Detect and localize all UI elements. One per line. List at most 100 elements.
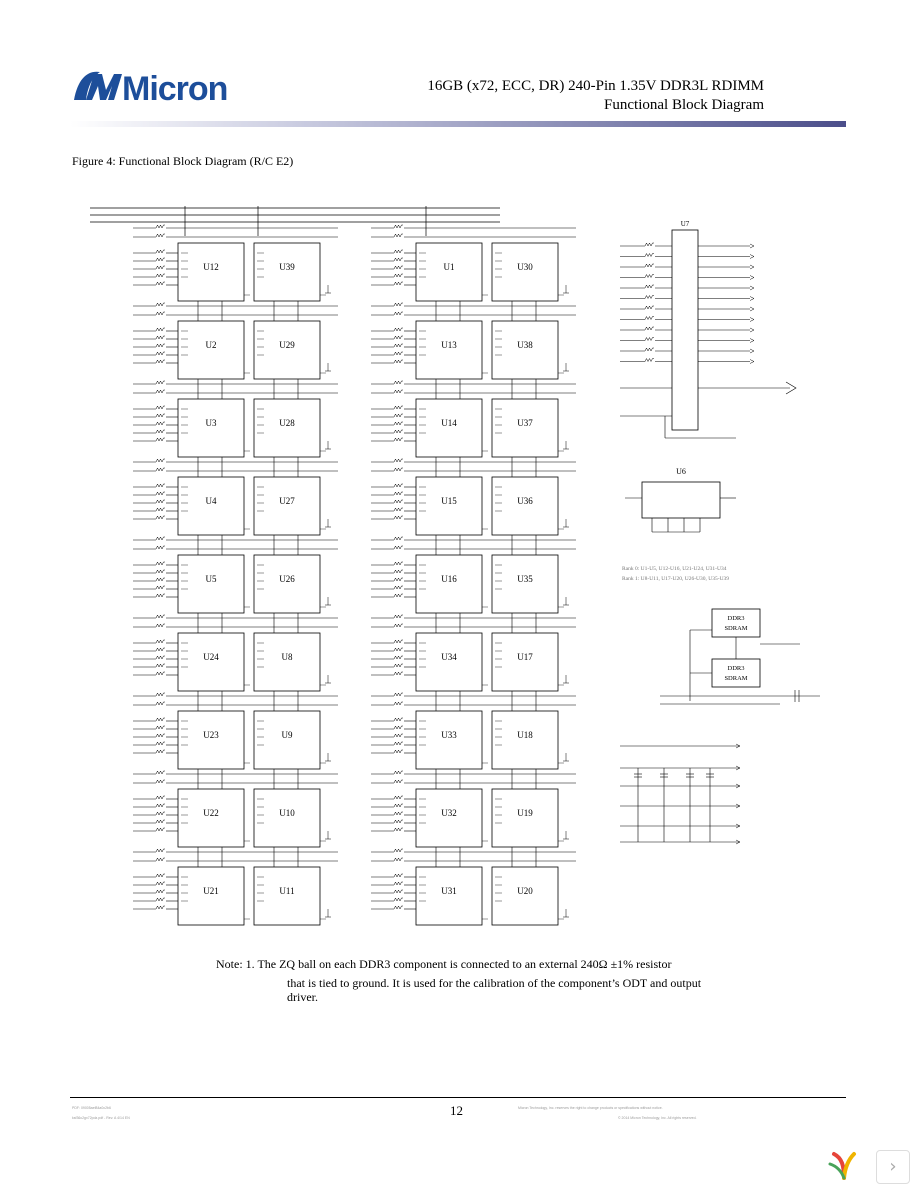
dq-resistor — [155, 359, 165, 364]
dram-chip-label: U3 — [206, 418, 217, 428]
dram-chip — [491, 242, 559, 302]
dq-resistor — [155, 819, 165, 824]
arrow — [785, 381, 797, 395]
dq-resistor — [393, 881, 403, 886]
dqs-resistor — [393, 545, 403, 550]
dqs-resistor — [393, 692, 403, 697]
dq-resistor — [155, 733, 165, 738]
dq-resistor — [155, 647, 165, 652]
register-block — [671, 229, 699, 431]
dram-chip — [253, 866, 321, 926]
dram-chip-label: U5 — [206, 574, 217, 584]
dq-resistor — [155, 561, 165, 566]
dqs-resistor — [155, 779, 165, 784]
dqs-resistor — [155, 380, 165, 385]
dq-resistor — [393, 873, 403, 878]
dqs-resistor — [393, 536, 403, 541]
dram-chip — [253, 632, 321, 692]
dq-resistor — [393, 499, 403, 504]
dq-resistor — [393, 335, 403, 340]
dq-resistor — [155, 873, 165, 878]
dq-resistor — [393, 343, 403, 348]
arrow — [749, 338, 755, 343]
dram-chip — [491, 320, 559, 380]
dq-resistor — [393, 405, 403, 410]
dq-resistor — [155, 351, 165, 356]
dram-chip — [253, 788, 321, 848]
arrow — [735, 803, 741, 809]
dqs-resistor — [155, 311, 165, 316]
dq-resistor — [393, 749, 403, 754]
reg-resistor — [644, 284, 654, 289]
dram-chip-label: U32 — [441, 808, 457, 818]
dram-chip — [415, 320, 483, 380]
arrow — [735, 783, 741, 789]
dqs-resistor — [155, 857, 165, 862]
dq-resistor — [155, 655, 165, 660]
dram-chip — [253, 554, 321, 614]
dq-resistor — [393, 483, 403, 488]
dram-chip — [253, 242, 321, 302]
dram-chip — [177, 788, 245, 848]
dq-resistor — [155, 507, 165, 512]
note-line-2: that is tied to ground. It is used for t… — [287, 976, 702, 990]
dq-resistor — [155, 671, 165, 676]
dqs-resistor — [155, 458, 165, 463]
dram-chip — [415, 866, 483, 926]
dram-chip-label: U27 — [279, 496, 295, 506]
ddr3-box-1 — [711, 608, 761, 638]
dram-chip-label: U16 — [441, 574, 457, 584]
arrow — [749, 359, 755, 364]
dqs-resistor — [393, 779, 403, 784]
spd-block — [641, 481, 721, 519]
dram-chip — [491, 476, 559, 536]
dq-resistor — [393, 515, 403, 520]
brand-text: Micron — [122, 70, 227, 108]
reg-resistor — [644, 273, 654, 279]
footer-copyright: © 2014 Micron Technology, Inc. All right… — [618, 1116, 697, 1120]
dram-chip — [177, 398, 245, 458]
dq-resistor — [155, 717, 165, 722]
dqs-resistor — [393, 467, 403, 472]
dq-resistor — [155, 889, 165, 894]
dq-resistor — [155, 795, 165, 800]
dq-resistor — [393, 795, 403, 800]
dram-chip-label: U31 — [441, 886, 457, 896]
dq-resistor — [393, 889, 403, 894]
dram-chip-label: U38 — [517, 340, 533, 350]
dq-resistor — [393, 577, 403, 582]
reg-resistor — [644, 294, 654, 300]
dq-resistor — [155, 343, 165, 348]
dqs-resistor — [393, 233, 403, 238]
dq-resistor — [393, 413, 403, 418]
dram-chip — [415, 788, 483, 848]
dq-resistor — [393, 905, 403, 910]
dqs-resistor — [393, 770, 403, 775]
dq-resistor — [155, 897, 165, 902]
dram-chip-label: U15 — [441, 496, 457, 506]
dqs-resistor — [155, 701, 165, 706]
arrow — [749, 243, 755, 249]
dqs-resistor — [393, 614, 403, 619]
dq-resistor — [393, 249, 403, 254]
dq-resistor — [155, 585, 165, 590]
dram-chip-label: U12 — [203, 262, 219, 272]
dq-resistor — [155, 741, 165, 746]
ddr3-box-1-label: DDR3 — [728, 615, 745, 622]
dram-chip-label: U35 — [517, 574, 533, 584]
dq-resistor — [155, 405, 165, 410]
micron-logo: Micron — [74, 70, 228, 108]
next-page-button[interactable]: › — [876, 1150, 910, 1184]
reg-resistor — [644, 252, 654, 258]
dq-resistor — [393, 265, 403, 270]
footer-file-rev: ksf36c2gx72pdz.pdf - Rev. A 4/14 EN — [72, 1116, 130, 1120]
arrow — [749, 306, 755, 312]
reg-resistor — [644, 242, 654, 247]
dq-resistor — [155, 725, 165, 730]
dqs-resistor — [155, 848, 165, 853]
dq-resistor — [155, 749, 165, 754]
arrow — [749, 264, 755, 270]
dram-chip — [415, 398, 483, 458]
dram-chip — [415, 476, 483, 536]
dq-resistor — [393, 351, 403, 356]
